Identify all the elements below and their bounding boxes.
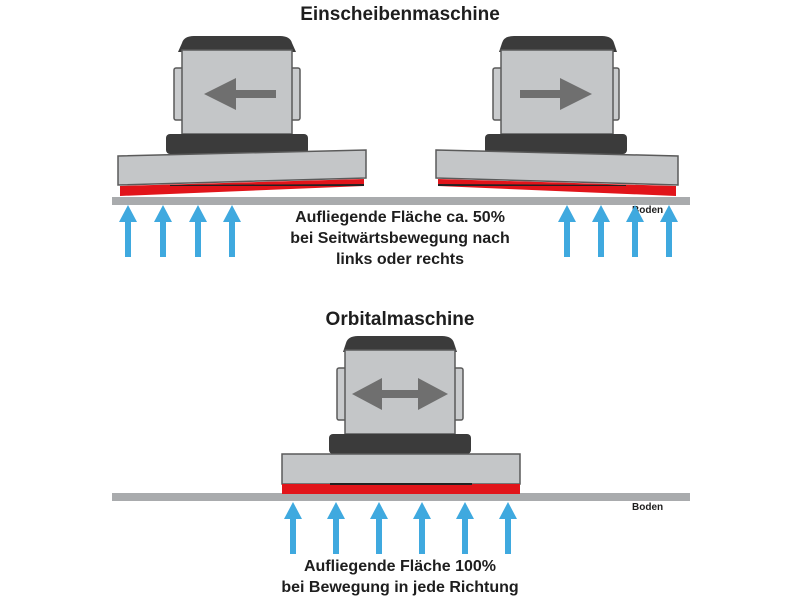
support-arrows bbox=[284, 502, 517, 554]
support-arrow-icon bbox=[223, 205, 241, 257]
machine-base bbox=[329, 434, 471, 454]
machine-cap bbox=[343, 336, 457, 352]
caption-line: Aufliegende Fläche ca. 50% bbox=[295, 209, 505, 226]
pad-red bbox=[120, 179, 364, 196]
pad-red bbox=[438, 179, 676, 196]
machine-plate bbox=[281, 453, 521, 485]
section-title: Orbitalmaschine bbox=[326, 309, 475, 330]
machine-base bbox=[485, 134, 627, 154]
machine-cap bbox=[499, 36, 617, 52]
section-orbitalmaschine: Orbitalmaschine Boden bbox=[112, 309, 690, 596]
support-arrows-left bbox=[119, 205, 241, 257]
machine-orbital bbox=[281, 336, 521, 494]
left-arrow-icon bbox=[204, 78, 276, 110]
caption-line: Aufliegende Fläche 100% bbox=[304, 558, 496, 575]
floor-label: Boden bbox=[632, 502, 663, 513]
caption-line: bei Bewegung in jede Richtung bbox=[281, 579, 518, 596]
floor bbox=[112, 493, 690, 501]
section-einscheibenmaschine: Einscheibenmaschine Boden bbox=[112, 4, 690, 268]
pad-shadow bbox=[438, 184, 626, 186]
pad-shadow bbox=[170, 184, 364, 186]
support-arrow-icon bbox=[456, 502, 474, 554]
support-arrow-icon bbox=[119, 205, 137, 257]
caption-line: links oder rechts bbox=[336, 251, 464, 268]
support-arrow-icon bbox=[413, 502, 431, 554]
support-arrow-icon bbox=[558, 205, 576, 257]
pad-shadow bbox=[330, 483, 472, 485]
machine-base bbox=[166, 134, 308, 154]
section-title: Einscheibenmaschine bbox=[300, 4, 500, 25]
floor-label: Boden bbox=[632, 205, 663, 216]
right-arrow-icon bbox=[520, 78, 592, 110]
caption-line: bei Seitwärtsbewegung nach bbox=[290, 230, 510, 247]
machine-left bbox=[117, 36, 367, 196]
support-arrow-icon bbox=[154, 205, 172, 257]
machine-plate bbox=[117, 149, 367, 186]
double-arrow-icon bbox=[352, 378, 448, 410]
floor bbox=[112, 197, 690, 205]
support-arrow-icon bbox=[189, 205, 207, 257]
support-arrow-icon bbox=[499, 502, 517, 554]
pad-red bbox=[282, 484, 520, 494]
machine-plate bbox=[435, 149, 679, 186]
support-arrow-icon bbox=[592, 205, 610, 257]
support-arrow-icon bbox=[284, 502, 302, 554]
support-arrow-icon bbox=[370, 502, 388, 554]
support-arrow-icon bbox=[327, 502, 345, 554]
machine-cap bbox=[178, 36, 296, 52]
machine-right bbox=[435, 36, 679, 196]
